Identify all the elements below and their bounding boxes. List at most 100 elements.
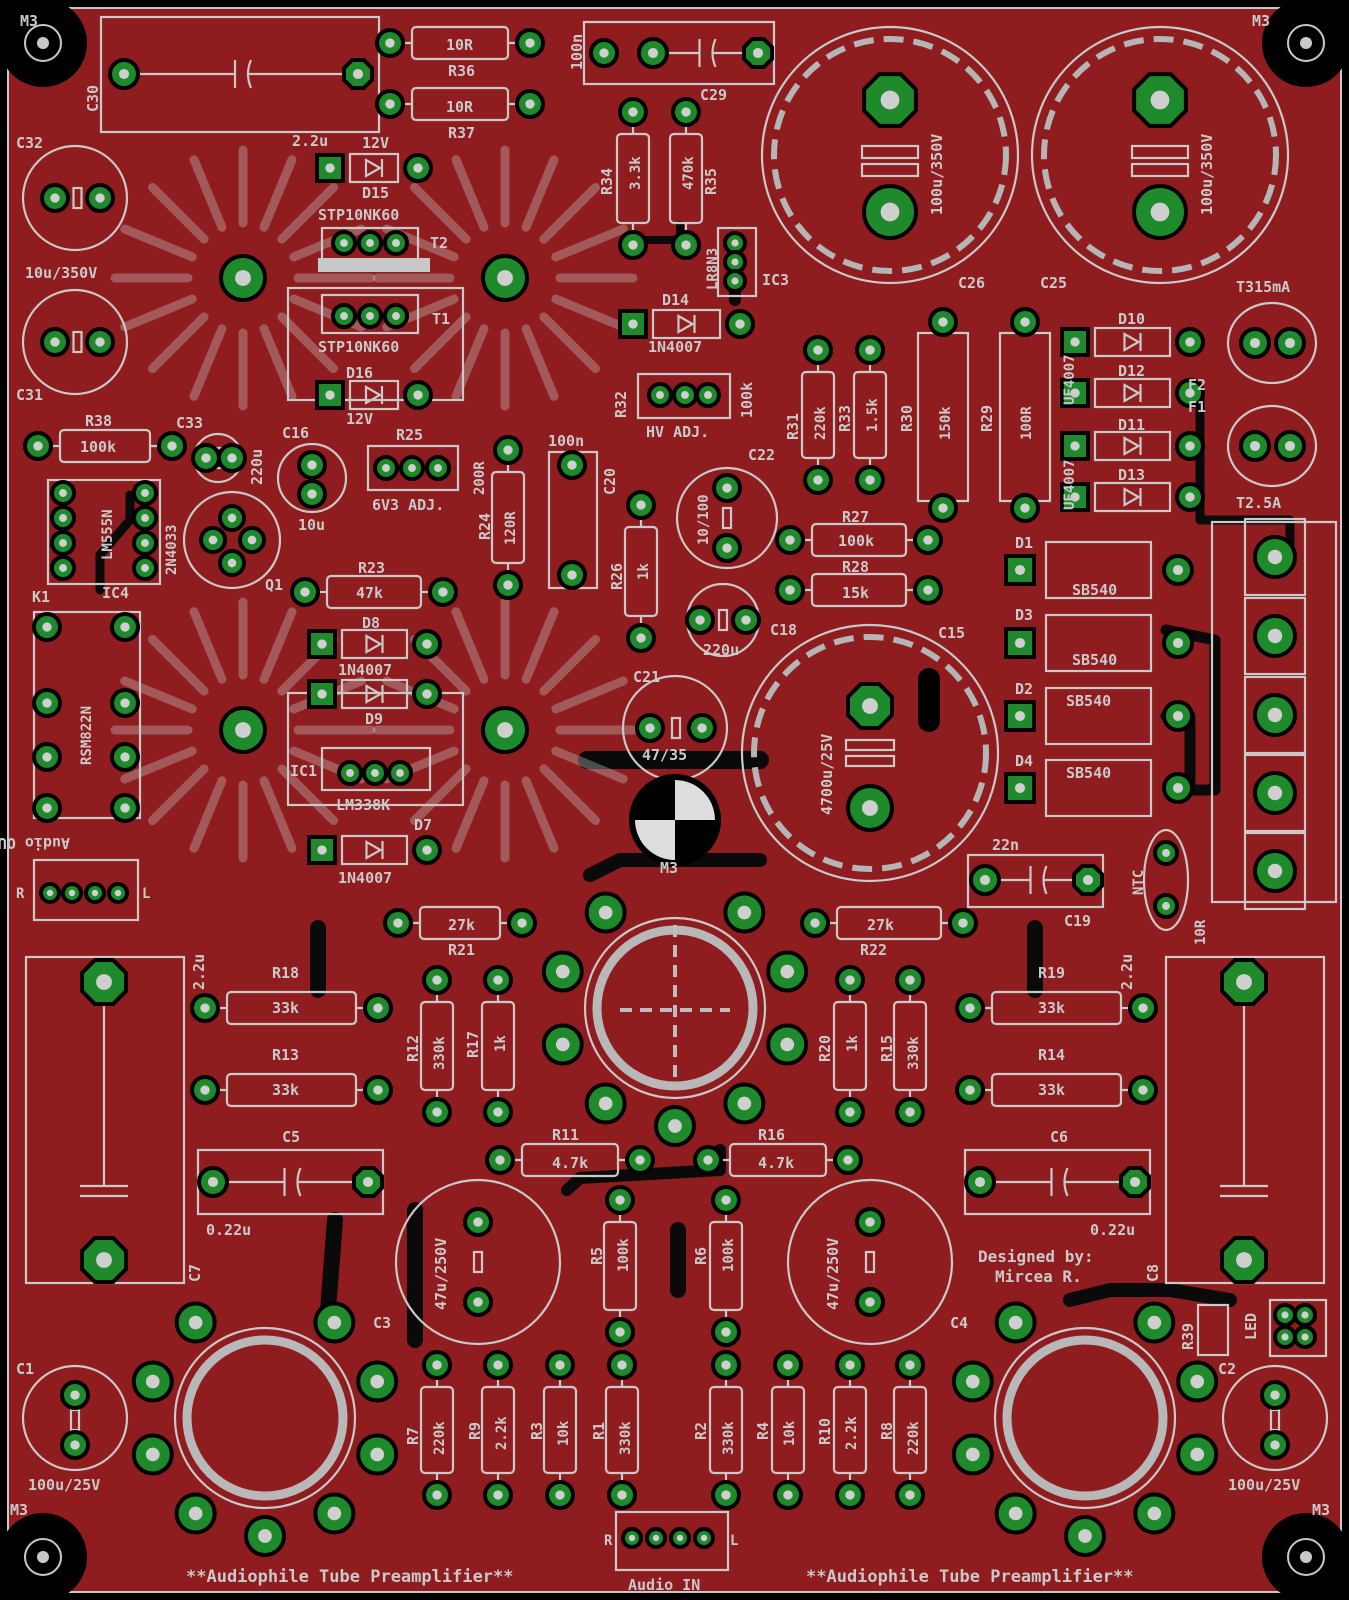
drill-hole	[422, 845, 432, 855]
silk-label-r21: R21	[448, 941, 475, 959]
silk-label-r10: R10	[816, 1418, 834, 1445]
drill-hole	[1150, 90, 1170, 110]
trimmer-r25	[366, 444, 460, 492]
silk-label-fuse1: T315mA	[1236, 278, 1290, 296]
silk-label-m3-tl: M3	[20, 12, 38, 30]
drill-hole	[317, 639, 327, 649]
capacitor-c32	[21, 144, 129, 252]
silk-label-r9v: 2.2k	[494, 1416, 510, 1450]
drill-hole	[1267, 628, 1283, 644]
silk-label-r37v: 10R	[446, 98, 474, 116]
silk-label-r10v: 2.2k	[844, 1416, 860, 1450]
silk-label-d8v: 1N4007	[338, 661, 392, 679]
drill-hole	[370, 1447, 385, 1462]
terminal-block	[1243, 517, 1307, 597]
silk-label-r35v: 470k	[681, 156, 697, 190]
silk-label-ntc: NTC	[1131, 870, 1147, 895]
silk-label-c30: C30	[84, 85, 102, 112]
drill-hole	[1172, 637, 1184, 649]
drill-hole	[493, 1490, 503, 1500]
drill-hole	[503, 580, 513, 590]
cap-marker	[860, 144, 920, 160]
silk-label-d14: D14	[662, 291, 689, 309]
drill-hole	[201, 453, 211, 463]
heatsink-fin	[120, 224, 197, 262]
diode-symbol	[365, 840, 383, 860]
drill-hole	[307, 460, 317, 470]
drill-hole	[905, 975, 915, 985]
silk-label-r13: R13	[272, 1046, 299, 1064]
silk-label-c33: C33	[176, 414, 203, 432]
drill-hole	[50, 337, 60, 347]
drill-hole	[780, 1037, 795, 1052]
drill-hole	[783, 1360, 793, 1370]
drill-hole	[676, 1534, 684, 1542]
silk-label-c18v: 220u	[703, 641, 739, 659]
drill-hole	[1020, 317, 1030, 327]
silk-label-r32v: 100k	[738, 382, 756, 418]
cap-marker	[717, 608, 729, 632]
drill-hole	[635, 1155, 645, 1165]
silk-label-d1: D1	[1015, 534, 1033, 552]
drill-hole	[555, 1037, 570, 1052]
drill-hole	[958, 918, 968, 928]
silk-label-q1: Q1	[265, 576, 283, 594]
silk-label-ntcv: 10R	[1193, 919, 1209, 945]
silk-label-r23: R23	[358, 559, 385, 577]
diode-symbol	[364, 385, 383, 405]
drill-hole	[780, 964, 795, 979]
silk-label-d4: D4	[1015, 752, 1033, 770]
drill-hole	[327, 1506, 342, 1521]
drill-hole	[1129, 1176, 1141, 1188]
copper-track	[583, 853, 767, 882]
diode-symbol	[365, 634, 383, 654]
capacitor-c1	[21, 1364, 129, 1472]
drill-hole	[567, 460, 577, 470]
drill-hole	[845, 1360, 855, 1370]
heatsink-fin	[451, 155, 489, 232]
silk-label-r15v: 330k	[906, 1036, 922, 1070]
silk-label-c3v: 47u/250V	[432, 1238, 450, 1310]
drill-hole	[1078, 1529, 1092, 1543]
silk-label-c8v: 2.2u	[1118, 954, 1136, 990]
drill-hole	[33, 441, 43, 451]
silk-label-r8: R8	[878, 1422, 896, 1440]
heatsink-fin	[451, 776, 489, 853]
drill-hole	[905, 1360, 915, 1370]
board-outline	[7, 7, 1342, 1593]
silk-label-d8: D8	[362, 614, 380, 632]
silk-label-c7v: 2.2u	[190, 954, 208, 990]
drill-hole	[473, 1217, 483, 1227]
drill-hole	[525, 38, 535, 48]
diode-symbol	[1123, 487, 1141, 507]
pad	[1004, 700, 1036, 732]
silk-label-r17v: 1k	[493, 1035, 509, 1052]
drill-hole	[493, 975, 503, 985]
heatsink-fin	[551, 676, 628, 714]
silk-label-c4v: 47u/250V	[824, 1238, 842, 1310]
silk-label-r34: R34	[598, 168, 616, 195]
heatsink-fin	[277, 312, 339, 374]
silk-label-ic1v: LM338K	[336, 796, 390, 814]
silk-label-c19: C19	[1064, 912, 1091, 930]
silk-label-t2: T2	[430, 234, 448, 252]
drill-hole	[722, 543, 732, 553]
drill-hole	[438, 587, 448, 597]
drill-hole	[1014, 782, 1026, 794]
drill-hole	[493, 1107, 503, 1117]
terminal-block	[1243, 596, 1307, 676]
silk-label-r24: R24	[476, 513, 494, 540]
heatsink-fin	[551, 294, 628, 332]
copper-track	[1063, 1283, 1237, 1307]
drill-hole	[382, 464, 390, 472]
drill-hole	[352, 68, 364, 80]
drill-hole	[371, 769, 379, 777]
heatsink-fin	[409, 312, 471, 374]
drill-hole	[555, 1360, 565, 1370]
drill-hole	[432, 1490, 442, 1500]
drill-hole	[1014, 637, 1026, 649]
silk-label-r1v: 330k	[618, 1421, 634, 1455]
drill-hole	[247, 535, 257, 545]
drill-hole	[1267, 785, 1283, 801]
drill-hole	[235, 270, 251, 286]
